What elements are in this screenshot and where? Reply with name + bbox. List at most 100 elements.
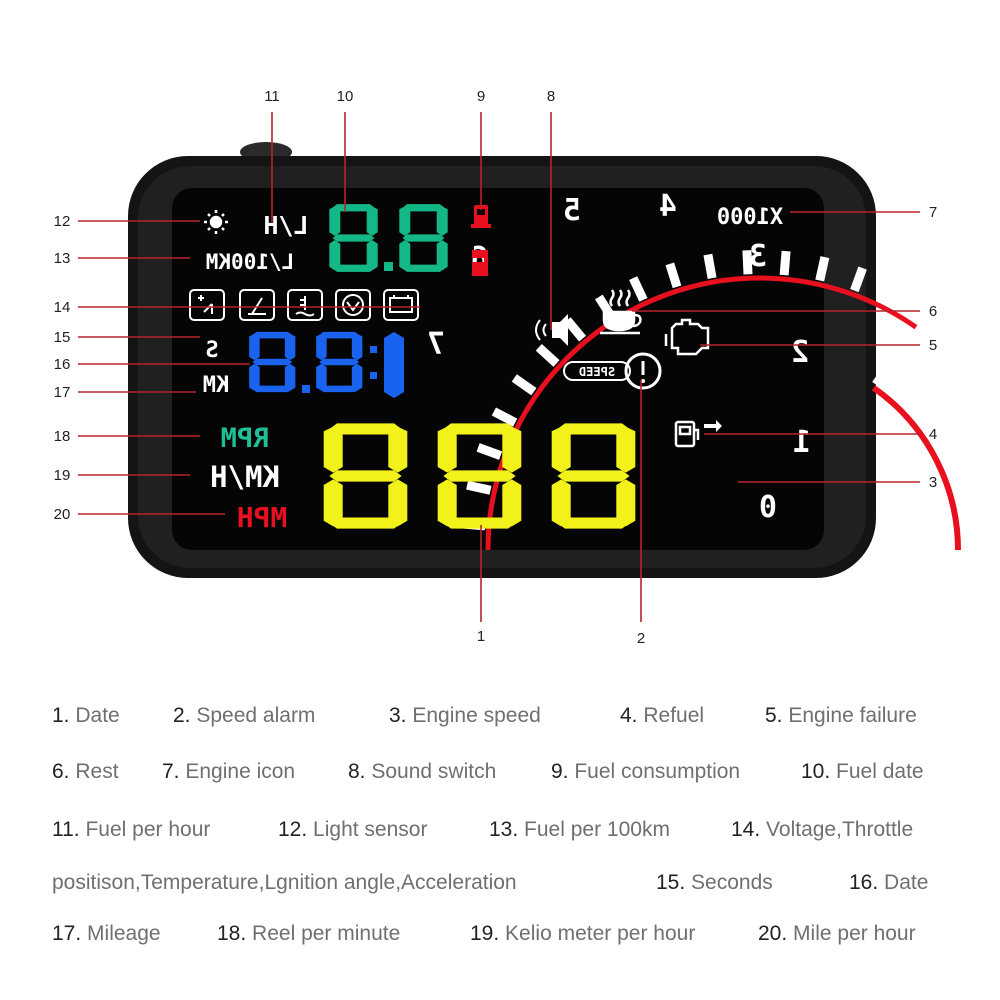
dial-tick [911,402,935,424]
legend-number: 17. [52,922,82,945]
callout-number: 12 [54,213,71,230]
dial-inner-arc [485,275,770,551]
fuel-segment-mark [472,250,488,276]
legend-label: Fuel date [836,760,924,783]
legend-number: 12. [278,818,308,841]
callout-number: 2 [637,630,645,647]
legend-item: 10. Fuel date [801,760,924,784]
label-km: KM [203,373,230,398]
dial-number: 1 [793,425,811,460]
label-l100km: L/100KM [206,250,295,274]
legend-item: 5. Engine failure [765,704,917,728]
legend-number: 15. [656,871,686,894]
legend-item: 7. Engine icon [162,760,295,784]
dial-tick [872,363,893,388]
legend-label: Engine speed [412,704,541,727]
dial-number: 4 [659,189,677,224]
dial-tick [779,250,791,276]
legend-item: 17. Mileage [52,922,161,946]
temperature-icon [287,289,323,321]
legend-number: 8. [348,760,366,783]
dial-tick [742,250,753,275]
legend-label: positison,Temperature,Lgnition angle,Acc… [52,871,517,894]
legend-item: 14. Voltage,Throttle [731,818,913,842]
legend-label: Kelio meter per hour [505,922,696,945]
dial-tick [927,425,952,446]
legend-number: 6. [52,760,70,783]
time-digits [249,331,404,398]
dial-tick [665,262,682,289]
label-kmh: KM/H [210,460,280,494]
legend-number: 7. [162,760,180,783]
callout-number: 18 [54,428,71,445]
speed-alarm-badge: SPEED [563,352,662,390]
legend-label: Mile per hour [793,922,916,945]
legend-item: 9. Fuel consumption [551,760,740,784]
callout-number: 14 [54,299,71,316]
legend-label: Voltage,Throttle [766,818,914,841]
legend-label: Fuel consumption [574,760,741,783]
legend-label: Engine failure [788,704,917,727]
callout-number: 3 [929,474,937,491]
unit-labels: L/H L/100KM S KM RPM KM/H MPH X1000 [203,205,783,534]
dial-inner-arc-end [769,275,918,330]
dial-tick [951,478,975,494]
legend-number: 16. [849,871,879,894]
callout-number: 7 [929,204,937,221]
battery-icon [383,289,419,321]
time-decimal-point [302,385,310,393]
legend-label: Sound switch [371,760,497,783]
dial-tick [563,317,587,342]
callout-number: 16 [54,356,71,373]
fuel-decimal-point [384,262,393,271]
legend-label: Light sensor [313,818,428,841]
legend-label: Date [884,871,929,894]
label-lh: L/H [263,211,308,240]
legend-label: Seconds [691,871,773,894]
fuel-digits [329,204,448,272]
legend-row: positison,Temperature,Lgnition angle,Acc… [0,871,1000,901]
time-digit-3-partial [384,332,404,398]
legend-label: Rest [75,760,119,783]
dial-tick [535,343,560,367]
legend-number: 1. [52,704,70,727]
label-x1000: X1000 [717,205,783,230]
fuel-consumption-icon [471,205,491,276]
legend-number: 14. [731,818,761,841]
legend-item: 2. Speed alarm [173,704,315,728]
legend-label: Mileage [87,922,161,945]
callout-number: 19 [54,467,71,484]
dial-number: 5 [563,193,581,228]
engine-icon [664,318,710,356]
legend-row: 6. Rest 7. Engine icon 8. Sound switch 9. F… [0,760,1000,790]
legend-number: 20. [758,922,788,945]
dial-tick [629,276,648,302]
callout-number: 11 [264,88,280,105]
legend-label: Date [75,704,120,727]
legend-number: 5. [765,704,783,727]
voltage-icon [189,289,225,321]
ignition-angle-icon [335,289,371,321]
legend-item: 3. Engine speed [389,704,541,728]
throttle-icon [239,289,275,321]
dial-redline-arc [871,385,961,551]
dial-number: 0 [759,490,777,525]
legend-label: Fuel per hour [85,818,211,841]
legend-number: 4. [620,704,638,727]
dial-tick [941,451,965,469]
sun-icon [204,210,228,234]
time-colon-bottom [370,372,377,379]
dial-tick [703,253,717,279]
legend-item: 16. Date [849,871,928,895]
callout-number: 15 [54,329,71,346]
legend-label: Reel per minute [252,922,401,945]
legend-item: 1. Date [52,704,120,728]
legend-number: 10. [801,760,831,783]
dial-number: 2 [791,335,809,370]
callout-number: 10 [337,88,354,105]
